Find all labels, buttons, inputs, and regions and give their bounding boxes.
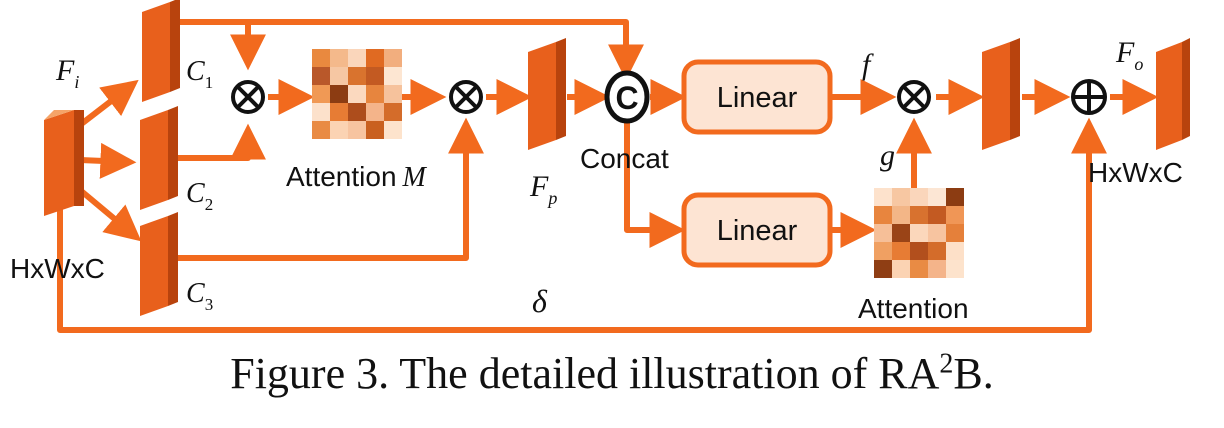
heatmap-cell bbox=[330, 85, 348, 103]
heatmap-cell bbox=[892, 206, 910, 224]
multiply-operator-3 bbox=[897, 80, 931, 114]
heatmap-cell bbox=[384, 49, 402, 67]
heatmap-cell bbox=[874, 188, 892, 206]
heatmap-cell bbox=[928, 260, 946, 278]
heatmap-cell bbox=[366, 67, 384, 85]
heatmap-cell bbox=[910, 242, 928, 260]
heatmap-cell bbox=[892, 188, 910, 206]
heatmap-cell bbox=[384, 85, 402, 103]
add-operator bbox=[1071, 79, 1107, 115]
heatmap-cell bbox=[330, 67, 348, 85]
concat-label: Concat bbox=[580, 143, 669, 174]
linear-box-bottom: Linear bbox=[681, 192, 833, 268]
heatmap-cell bbox=[348, 85, 366, 103]
heatmap-cell bbox=[348, 49, 366, 67]
heatmap-cell bbox=[892, 224, 910, 242]
heatmap-cell bbox=[366, 121, 384, 139]
feature-block-fi bbox=[44, 110, 84, 216]
figure-caption: Figure 3. The detailed illustration of R… bbox=[230, 348, 994, 398]
arrow-c1-to-concat bbox=[178, 19, 644, 81]
c2-label: C2 bbox=[186, 178, 213, 214]
heatmap-cell bbox=[874, 206, 892, 224]
concat-symbol: C bbox=[615, 80, 638, 116]
heatmap-cell bbox=[384, 103, 402, 121]
heatmap-cell bbox=[874, 224, 892, 242]
attention-grid bbox=[874, 188, 964, 278]
f-label: f bbox=[862, 48, 874, 81]
heatmap-cell bbox=[348, 121, 366, 139]
heatmap-cell bbox=[384, 121, 402, 139]
arrow-concat-to-linear-bottom bbox=[624, 122, 686, 248]
feature-block-c1 bbox=[142, 0, 180, 102]
heatmap-cell bbox=[892, 242, 910, 260]
heatmap-cell bbox=[928, 224, 946, 242]
linear-box-top: Linear bbox=[681, 59, 833, 135]
arrow-fi-to-c1 bbox=[78, 79, 139, 128]
heatmap-cell bbox=[366, 49, 384, 67]
heatmap-cell bbox=[384, 67, 402, 85]
linear-bottom-label: Linear bbox=[717, 215, 798, 247]
heatmap-cell bbox=[946, 242, 964, 260]
attention-label: Attention bbox=[858, 293, 969, 324]
c3-label: C3 bbox=[186, 278, 213, 314]
heatmap-cell bbox=[910, 188, 928, 206]
fp-label: Fp bbox=[529, 170, 557, 208]
heatmap-cell bbox=[312, 85, 330, 103]
arrow-fi-to-c2 bbox=[79, 142, 137, 179]
arrow-fi-to-c3 bbox=[78, 187, 142, 242]
feature-block-mid bbox=[982, 38, 1020, 150]
output-shape-label: HxWxC bbox=[1088, 157, 1183, 188]
attention-m-grid bbox=[312, 49, 402, 139]
heatmap-cell bbox=[910, 224, 928, 242]
feature-block-c2 bbox=[140, 106, 178, 210]
connections bbox=[57, 19, 1159, 333]
heatmap-cell bbox=[348, 103, 366, 121]
heatmap-cell bbox=[312, 49, 330, 67]
input-shape-label: HxWxC bbox=[10, 253, 105, 284]
arrow-c3-to-mult2 bbox=[178, 117, 484, 261]
heatmap-cell bbox=[348, 67, 366, 85]
delta-label: δ bbox=[532, 283, 548, 319]
fi-label: Fi bbox=[55, 54, 79, 92]
arrow-c2-to-mult1 bbox=[178, 123, 266, 161]
heatmap-cell bbox=[910, 260, 928, 278]
heatmap-cell bbox=[928, 188, 946, 206]
heatmap-cell bbox=[330, 103, 348, 121]
linear-top-label: Linear bbox=[717, 82, 798, 114]
heatmap-cell bbox=[330, 121, 348, 139]
heatmap-cell bbox=[928, 242, 946, 260]
heatmap-cell bbox=[312, 121, 330, 139]
heatmap-cell bbox=[946, 206, 964, 224]
heatmap-cell bbox=[312, 67, 330, 85]
fo-label: Fo bbox=[1115, 36, 1143, 74]
heatmap-cell bbox=[892, 260, 910, 278]
heatmap-cell bbox=[874, 242, 892, 260]
heatmap-cell bbox=[910, 206, 928, 224]
g-label: g bbox=[880, 139, 895, 172]
heatmap-cell bbox=[946, 224, 964, 242]
feature-block-fo bbox=[1156, 38, 1190, 150]
heatmap-cell bbox=[946, 188, 964, 206]
heatmap-cell bbox=[330, 49, 348, 67]
heatmap-cell bbox=[874, 260, 892, 278]
c1-label: C1 bbox=[186, 56, 213, 92]
feature-block-fp bbox=[528, 38, 566, 150]
heatmap-cell bbox=[946, 260, 964, 278]
heatmap-cell bbox=[366, 103, 384, 121]
multiply-operator-2 bbox=[449, 80, 483, 114]
feature-block-c3 bbox=[140, 212, 178, 316]
heatmap-cell bbox=[312, 103, 330, 121]
heatmap-cell bbox=[366, 85, 384, 103]
multiply-operator-1 bbox=[231, 80, 265, 114]
arrow-residual-delta bbox=[57, 117, 1107, 333]
heatmap-cell bbox=[928, 206, 946, 224]
concat-operator: C bbox=[604, 70, 650, 124]
